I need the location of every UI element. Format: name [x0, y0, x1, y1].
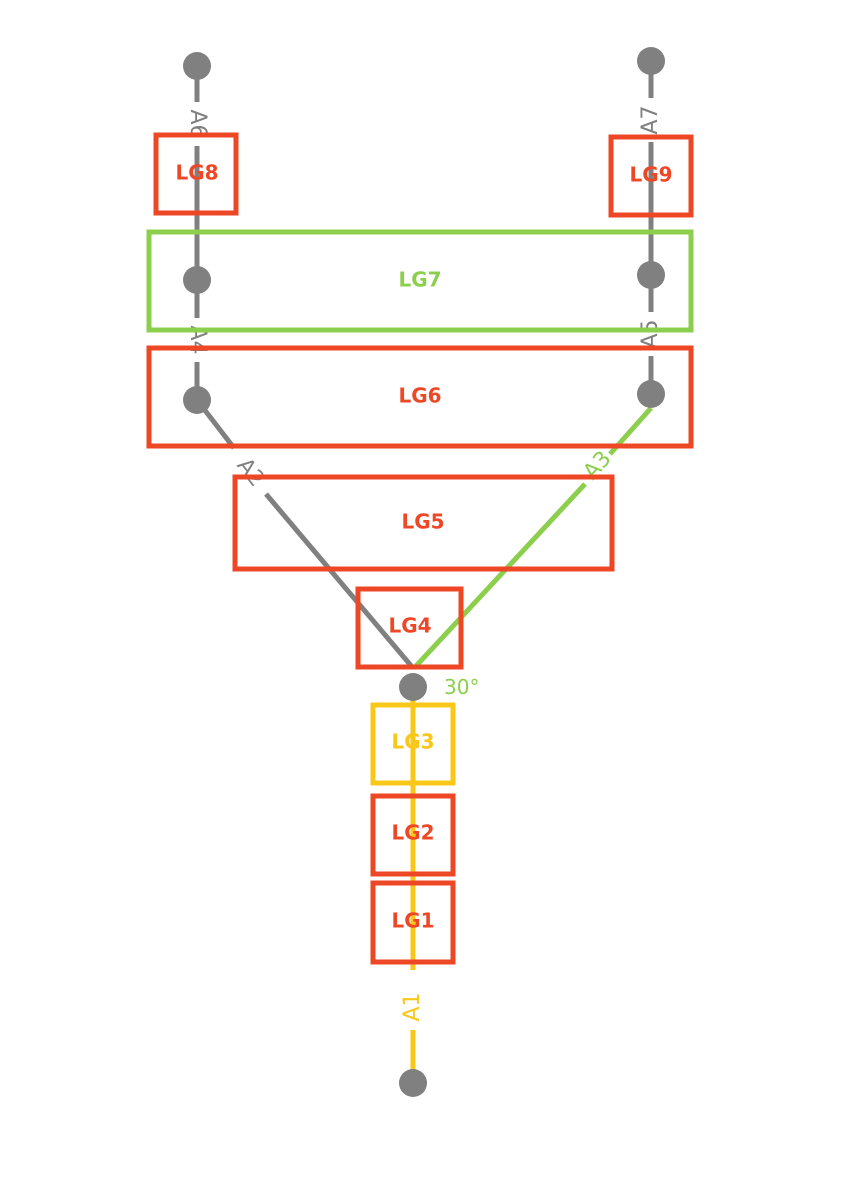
group-lg2-label: LG2 — [391, 821, 434, 845]
line-a5: A5 — [638, 275, 663, 394]
line-a1-label: A1 — [400, 992, 425, 1021]
node-right-middle — [637, 261, 665, 289]
node-right-top — [637, 47, 665, 75]
group-lg2: LG2 — [370, 793, 456, 877]
group-lg8-label: LG8 — [175, 161, 218, 185]
group-lg3-label: LG3 — [391, 730, 434, 754]
group-lg5: LG5 — [232, 474, 615, 572]
node-left-lower — [183, 386, 211, 414]
node-left-middle — [183, 266, 211, 294]
group-lg4-label: LG4 — [388, 614, 431, 638]
group-lg1: LG1 — [370, 880, 456, 965]
group-lg7: LG7 — [146, 229, 694, 333]
group-lg1-label: LG1 — [391, 909, 434, 933]
line-a1: A1 — [400, 688, 425, 1083]
group-lg6-label: LG6 — [398, 384, 441, 408]
node-right-lower — [637, 380, 665, 408]
group-lg3: LG3 — [370, 702, 456, 786]
line-a7-label: A7 — [638, 105, 663, 134]
group-lg8: LG8 — [153, 132, 239, 216]
line-a4: A4 — [185, 280, 210, 400]
angle-label: 30° — [444, 675, 479, 699]
node-bottom — [399, 1069, 427, 1097]
node-left-top — [183, 52, 211, 80]
group-lg6: LG6 — [146, 345, 694, 449]
group-lg9: LG9 — [608, 134, 694, 218]
line-a2: A2 — [195, 398, 415, 670]
node-junction — [399, 673, 427, 701]
group-lg9-label: LG9 — [629, 163, 672, 187]
group-lg4: LG4 — [355, 586, 464, 670]
line-a5-label: A5 — [638, 319, 663, 348]
group-lg5-label: LG5 — [401, 510, 444, 534]
group-lg7-label: LG7 — [398, 268, 441, 292]
